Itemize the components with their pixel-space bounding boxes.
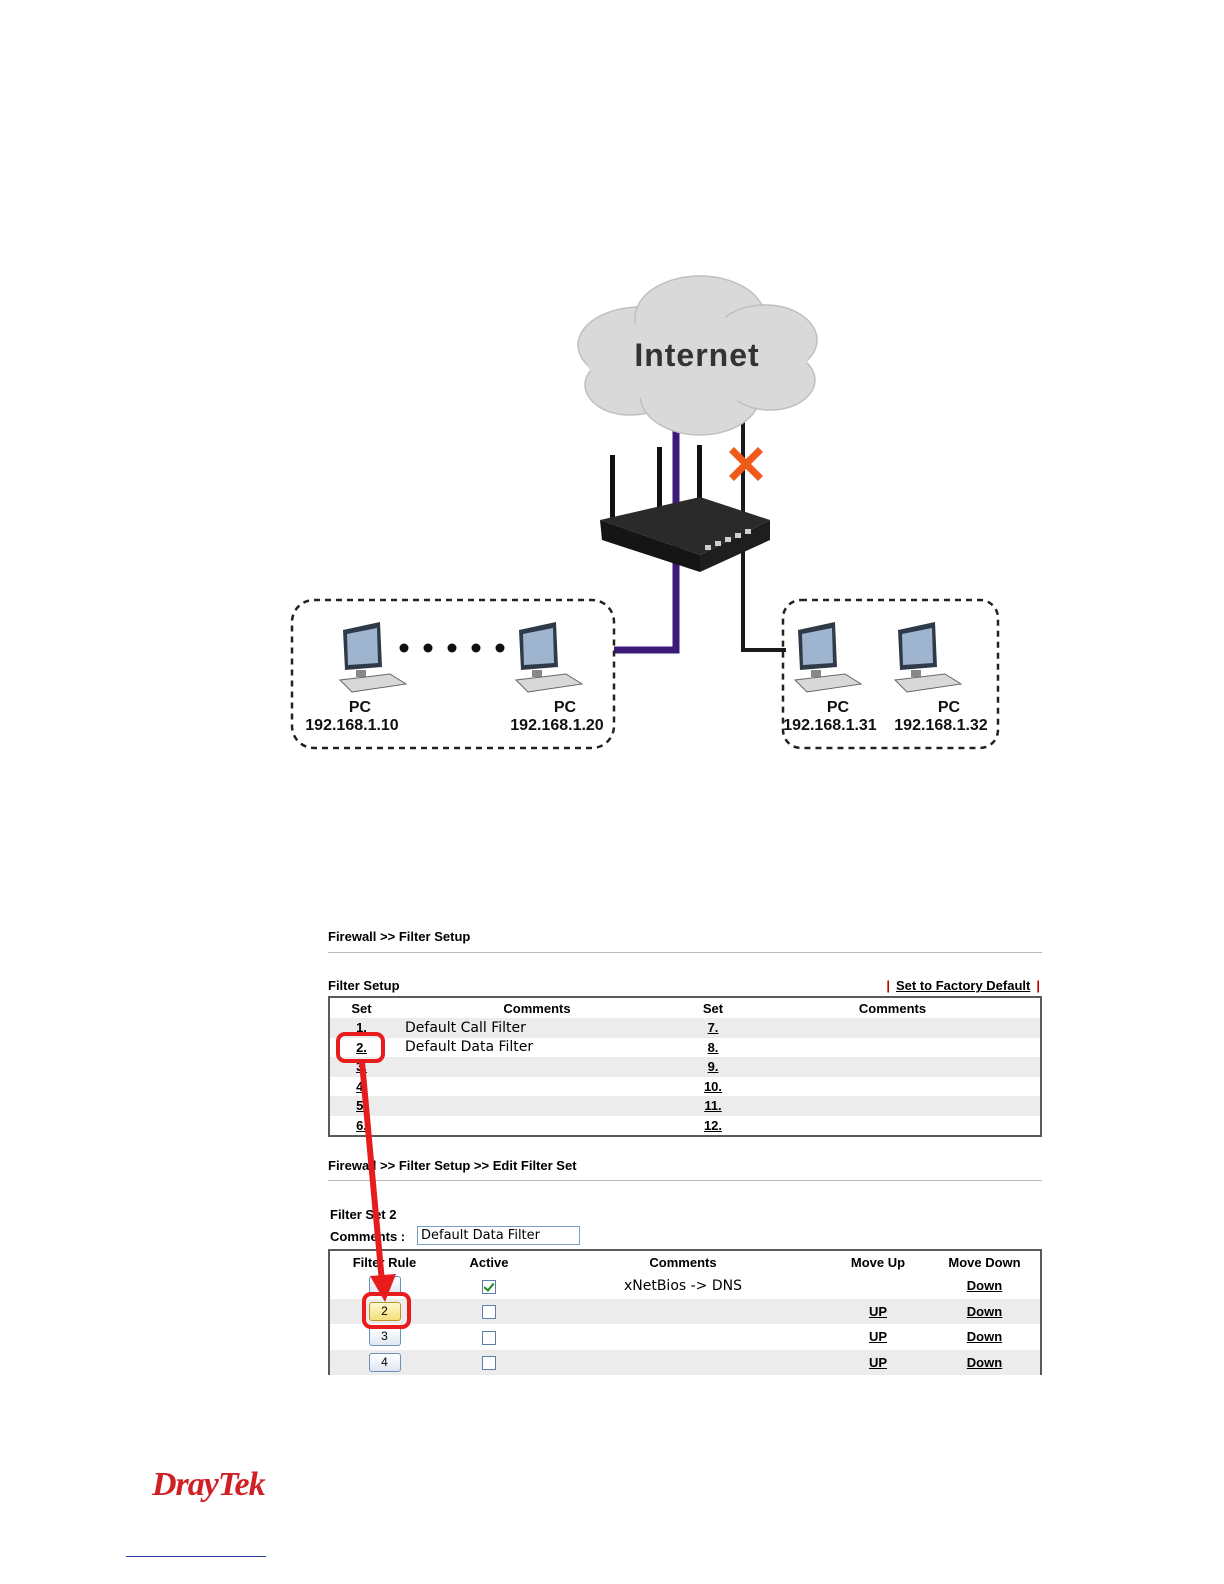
move-down-link[interactable]: Down bbox=[929, 1349, 1041, 1375]
table-row: 4 UP Down bbox=[329, 1349, 1041, 1375]
blocked-connection-line bbox=[741, 420, 786, 652]
active-checkbox[interactable] bbox=[482, 1279, 496, 1294]
breadcrumb: Firewall >> Filter Setup bbox=[328, 929, 471, 944]
pc-ip: 192.168.1.31 bbox=[783, 717, 877, 734]
filter-rule-button[interactable]: 3 bbox=[368, 1327, 401, 1347]
router-icon bbox=[600, 445, 770, 572]
filter-rule-button[interactable]: 4 bbox=[368, 1352, 401, 1372]
filter-set-table: Set Comments Set Comments 1. Default Cal… bbox=[328, 996, 1042, 1137]
pc-ip: 192.168.1.20 bbox=[510, 717, 604, 734]
column-header-move-down: Move Down bbox=[948, 1254, 1021, 1270]
pc-icon bbox=[338, 622, 408, 693]
pc-label: PC bbox=[827, 699, 850, 716]
active-checkbox[interactable] bbox=[482, 1305, 496, 1320]
table-row: 4. 10. bbox=[329, 1076, 1041, 1096]
filter-set-link[interactable]: 1. bbox=[329, 1018, 393, 1038]
filter-rule-button[interactable]: 1 bbox=[368, 1276, 401, 1296]
filter-set-link[interactable]: 7. bbox=[681, 1018, 745, 1038]
filter-rule-table: Filter Rule Active Comments Move Up Move… bbox=[328, 1249, 1042, 1375]
pc-label: PC bbox=[349, 699, 372, 716]
move-up-link[interactable]: UP bbox=[827, 1324, 929, 1350]
move-down-link[interactable]: Down bbox=[929, 1298, 1041, 1324]
table-row: 2 UP Down bbox=[329, 1298, 1041, 1324]
table-row: 2. Default Data Filter 8. bbox=[329, 1037, 1041, 1057]
column-header-comments: Comments bbox=[503, 1000, 571, 1016]
move-up-link[interactable]: UP bbox=[827, 1298, 929, 1324]
filter-set-link[interactable]: 2. bbox=[329, 1037, 393, 1057]
filter-set-link[interactable]: 6. bbox=[329, 1115, 393, 1136]
move-down-link[interactable]: Down bbox=[929, 1273, 1041, 1299]
filter-set-comment bbox=[745, 1018, 1041, 1038]
filter-set-link[interactable]: 11. bbox=[681, 1096, 745, 1116]
breadcrumb: Firewall >> Filter Setup >> Edit Filter … bbox=[328, 1158, 577, 1173]
filter-set-comment bbox=[745, 1037, 1041, 1057]
pc-icon bbox=[793, 622, 863, 693]
rule-comment: xNetBios -> DNS bbox=[539, 1273, 827, 1299]
filter-set-comment bbox=[745, 1057, 1041, 1077]
column-header-comments: Comments bbox=[649, 1254, 717, 1270]
filter-set-link[interactable]: 5. bbox=[329, 1096, 393, 1116]
filter-set-link[interactable]: 10. bbox=[681, 1076, 745, 1096]
divider bbox=[328, 1180, 1042, 1181]
filter-set-link[interactable]: 3. bbox=[329, 1057, 393, 1077]
rule-comment bbox=[539, 1349, 827, 1375]
comments-input[interactable]: Default Data Filter bbox=[417, 1226, 580, 1245]
lan-group-left bbox=[290, 598, 616, 750]
factory-default-bar: |Set to Factory Default| bbox=[886, 978, 1040, 993]
set-factory-default-link[interactable]: Set to Factory Default bbox=[896, 978, 1031, 993]
table-row: 3 UP Down bbox=[329, 1324, 1041, 1350]
active-checkbox[interactable] bbox=[482, 1330, 496, 1345]
pc-icon bbox=[893, 622, 963, 693]
column-header-active: Active bbox=[469, 1254, 509, 1270]
dots-separator bbox=[399, 643, 505, 653]
internet-label: Internet bbox=[634, 337, 759, 373]
pc-label: PC bbox=[554, 699, 577, 716]
internet-cloud-icon: Internet bbox=[577, 275, 818, 436]
pc-icon bbox=[514, 622, 584, 693]
filter-set-comment bbox=[393, 1076, 681, 1096]
lan-group-right bbox=[781, 598, 1000, 750]
comments-label: Comments : bbox=[330, 1229, 406, 1244]
filter-set-link[interactable]: 8. bbox=[681, 1037, 745, 1057]
column-header-filter-rule: Filter Rule bbox=[352, 1254, 417, 1270]
filter-rule-button[interactable]: 2 bbox=[368, 1301, 401, 1321]
draytek-logo: DrayTek bbox=[152, 1466, 266, 1503]
rule-comment bbox=[539, 1298, 827, 1324]
filter-set-comment bbox=[393, 1057, 681, 1077]
allowed-connection-line bbox=[614, 420, 680, 654]
move-up-link[interactable] bbox=[827, 1273, 929, 1299]
rule-comment bbox=[539, 1324, 827, 1350]
filter-set-comment bbox=[745, 1076, 1041, 1096]
filter-set-comment bbox=[745, 1115, 1041, 1136]
pc-ip: 192.168.1.32 bbox=[894, 717, 988, 734]
column-header-comments: Comments bbox=[858, 1000, 927, 1016]
table-row: 3. 9. bbox=[329, 1057, 1041, 1077]
filter-set-comment bbox=[393, 1096, 681, 1116]
filter-set-title: Filter Set 2 bbox=[330, 1207, 397, 1222]
column-header-set: Set bbox=[351, 1000, 372, 1016]
divider bbox=[328, 952, 1042, 953]
filter-set-link[interactable]: 4. bbox=[329, 1076, 393, 1096]
blocked-x-icon bbox=[729, 447, 763, 481]
table-row: 6. 12. bbox=[329, 1115, 1041, 1136]
table-row: 5. 11. bbox=[329, 1096, 1041, 1116]
pc-ip: 192.168.1.10 bbox=[305, 717, 399, 734]
column-header-move-up: Move Up bbox=[850, 1254, 906, 1270]
filter-set-link[interactable]: 9. bbox=[681, 1057, 745, 1077]
move-down-link[interactable]: Down bbox=[929, 1324, 1041, 1350]
filter-set-comment bbox=[393, 1115, 681, 1136]
active-checkbox[interactable] bbox=[482, 1356, 496, 1371]
network-diagram: Internet bbox=[290, 275, 1000, 750]
column-header-set: Set bbox=[702, 1000, 724, 1016]
filter-set-comment: Default Data Filter bbox=[393, 1037, 681, 1057]
pc-label: PC bbox=[938, 699, 961, 716]
footer-divider bbox=[126, 1556, 266, 1557]
table-row: 1 xNetBios -> DNS Down bbox=[329, 1273, 1041, 1299]
filter-set-link[interactable]: 12. bbox=[681, 1115, 745, 1136]
move-up-link[interactable]: UP bbox=[827, 1349, 929, 1375]
filter-set-comment bbox=[745, 1096, 1041, 1116]
table-row: 1. Default Call Filter 7. bbox=[329, 1018, 1041, 1038]
filter-set-comment: Default Call Filter bbox=[393, 1018, 681, 1038]
section-title: Filter Setup bbox=[328, 978, 400, 993]
